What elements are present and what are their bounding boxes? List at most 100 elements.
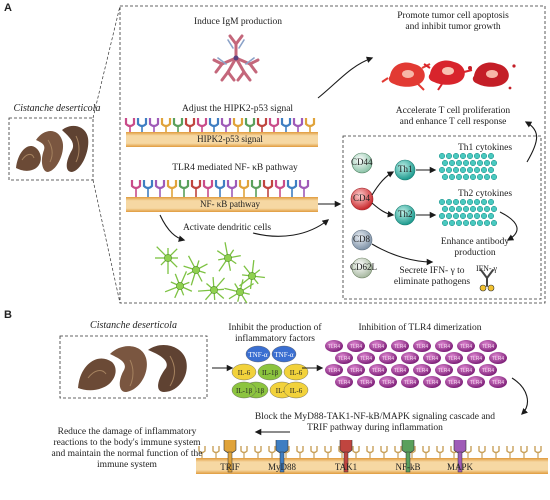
tlr4-cell-label: TLR4 — [426, 356, 438, 362]
tlr4-cell: TLR4 — [467, 376, 485, 388]
cytokine-dot — [445, 212, 453, 220]
membrane-receptor — [212, 446, 220, 458]
signaling-receptor — [401, 440, 415, 473]
membrane-receptor — [244, 118, 256, 132]
cytokine-dot — [469, 205, 477, 213]
inflammatory-factor-label: IL-6 — [290, 387, 303, 395]
cytokine-dot — [452, 166, 460, 174]
signaling-receptor — [453, 440, 467, 473]
cytokine-dot — [452, 212, 460, 220]
tlr4-cell: TLR4 — [423, 376, 441, 388]
panel-b-letter: B — [4, 309, 12, 321]
membrane-receptor — [124, 118, 136, 132]
inflammatory-factor: IL-1β — [231, 381, 257, 399]
cytokine-dot — [473, 212, 481, 220]
cytokine-dot — [438, 198, 446, 206]
tlr4-cell-label: TLR4 — [382, 356, 394, 362]
tlr4-cell-label: TLR4 — [460, 368, 472, 374]
th1-cytokine-cluster — [438, 152, 498, 181]
inflammatory-factor: TNF-α — [245, 345, 271, 363]
cytokine-dot — [438, 212, 446, 220]
inflammatory-factors-cluster: TNF-αTNF-αIL-6IL-1βIL-6IL-1βIL-6IL-1βIL-… — [231, 345, 309, 399]
cd4-label: CD4 — [353, 193, 371, 203]
membrane-receptor — [160, 118, 172, 132]
tlr4-cell-label: TLR4 — [372, 344, 384, 350]
membrane-receptor — [380, 446, 388, 458]
block-line1: Block the MyD88-TAK1-NF-kB/MAPK signalin… — [254, 412, 496, 422]
cytokine-dot — [462, 205, 470, 213]
cytokine-dot — [462, 173, 470, 181]
tlr4-cell: TLR4 — [413, 340, 431, 352]
cd44-cell — [351, 152, 373, 174]
reduce-line2: reactions to the body's immune system — [53, 438, 201, 448]
membrane-receptor — [324, 446, 332, 458]
cytokine-dot — [490, 159, 498, 167]
inhibit-line1: Inhibit the production of — [228, 323, 322, 333]
cytokine-dot — [490, 205, 498, 213]
membrane-receptor — [492, 446, 500, 458]
th2-cytokines-label: Th2 cytokines — [457, 189, 513, 199]
inflammatory-factor-label: IL-6 — [238, 369, 251, 377]
tlr4-cell: TLR4 — [369, 340, 387, 352]
dendritic-cell — [239, 260, 265, 289]
cytokine-dot — [476, 173, 484, 181]
membrane-receptor — [220, 118, 232, 132]
dendritic-cell — [183, 255, 208, 286]
membrane-receptor — [190, 180, 202, 197]
tlr4-cell: TLR4 — [347, 340, 365, 352]
block-line2: TRIF pathway during inflammation — [307, 423, 443, 433]
tlr4-cell-label: TLR4 — [482, 368, 494, 374]
cytokine-dot — [466, 212, 474, 220]
membrane-receptor — [310, 446, 318, 458]
tlr4-cell-label: TLR4 — [404, 356, 416, 362]
membrane-receptor — [268, 118, 280, 132]
tlr4-cell: TLR4 — [435, 340, 453, 352]
cytokine-dot — [459, 198, 467, 206]
membrane-receptor — [142, 180, 154, 197]
cytokine-dot — [466, 198, 474, 206]
tlr4-cell-label: TLR4 — [492, 356, 504, 362]
membrane-receptor — [198, 446, 206, 458]
th2-cytokine-cluster — [438, 198, 498, 227]
source-label-a: Cistanche deserticola — [13, 103, 101, 114]
membrane-receptor — [254, 446, 262, 458]
signaling-receptor — [339, 440, 353, 473]
tlr4-cell-label: TLR4 — [338, 380, 350, 386]
membrane-receptor — [178, 180, 190, 197]
membrane-receptor — [366, 446, 374, 458]
membrane-receptor — [208, 118, 220, 132]
cytokine-dot — [480, 198, 488, 206]
tlr4-cell: TLR4 — [445, 376, 463, 388]
panel-b-arrows — [212, 364, 529, 436]
tlr4-cell: TLR4 — [347, 364, 365, 376]
cytokine-dot — [438, 166, 446, 174]
tlr4-cell-label: TLR4 — [360, 380, 372, 386]
receptor-label-2: MyD88 — [267, 462, 296, 472]
source-image-frame-b — [59, 335, 208, 399]
tlr4-cell-label: TLR4 — [328, 368, 340, 374]
tlr4-cell: TLR4 — [457, 340, 475, 352]
membrane-receptor — [280, 118, 292, 132]
tlr4-cell-label: TLR4 — [438, 368, 450, 374]
tlr4-cell: TLR4 — [357, 352, 375, 364]
membrane-receptor — [298, 180, 310, 197]
cytokine-dot — [441, 159, 449, 167]
inflammatory-factor: IL-6 — [283, 381, 309, 399]
cytokine-dot — [473, 152, 481, 160]
cytokine-dot — [473, 166, 481, 174]
source-image-frame-a — [8, 117, 94, 181]
signaling-receptor — [223, 440, 237, 473]
panel-b-receptor-row — [198, 440, 542, 473]
membrane-receptor — [292, 118, 304, 132]
membrane-receptor — [478, 446, 486, 458]
cytokine-dot — [462, 219, 470, 227]
inflammatory-factor: IL-6 — [283, 363, 309, 381]
cytokine-dot — [445, 152, 453, 160]
antibody-line1: Enhance antibody — [440, 237, 510, 247]
tlr4-cell-label: TLR4 — [360, 356, 372, 362]
tlr4-cell: TLR4 — [423, 352, 441, 364]
cytokine-dot — [441, 173, 449, 181]
reduce-line3: and maintain the normal function of the — [51, 449, 203, 459]
